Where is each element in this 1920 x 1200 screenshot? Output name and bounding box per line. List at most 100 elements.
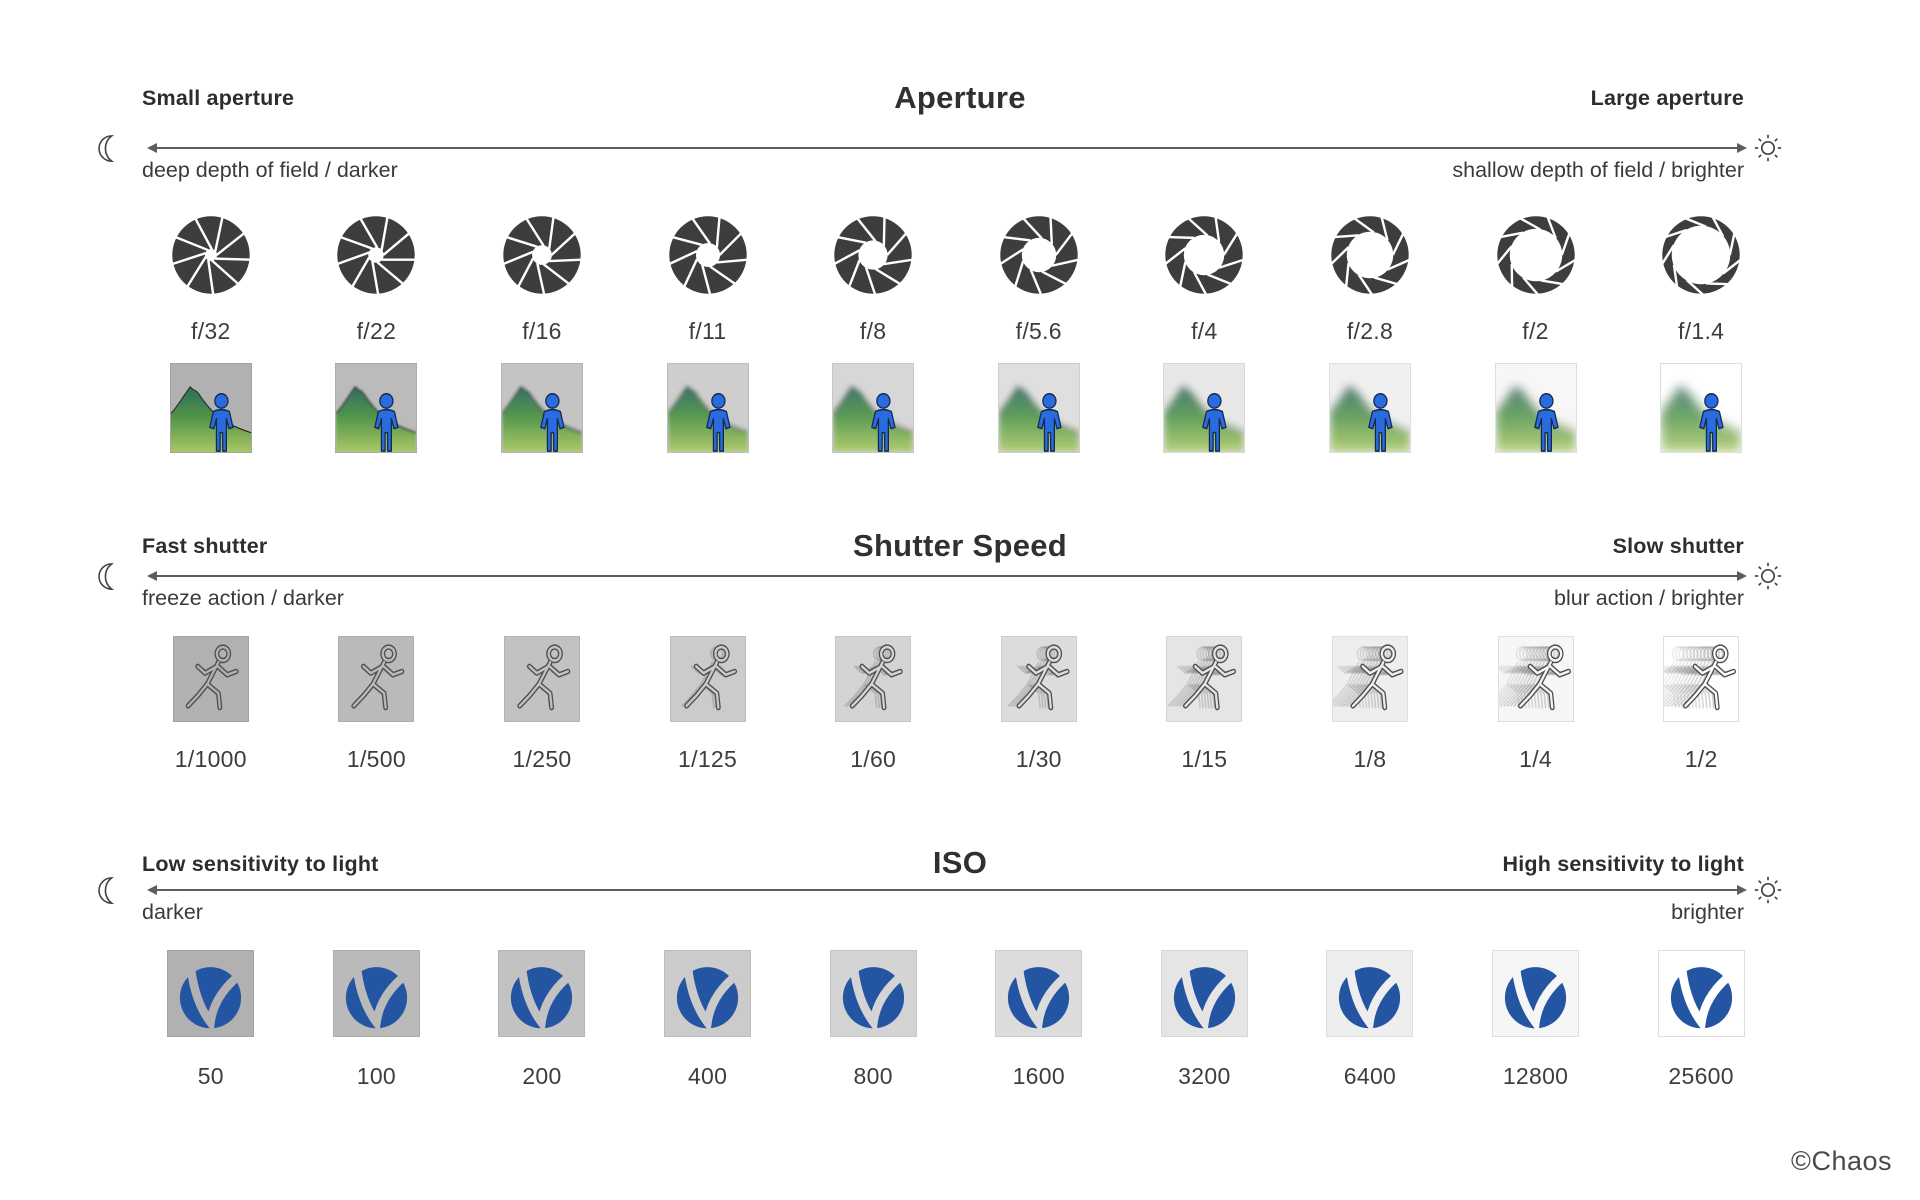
aperture-item-label: f/32 [191, 318, 231, 344]
iso-item: 400 [625, 950, 791, 1090]
shutter-title: Shutter Speed [852, 528, 1068, 563]
person-figure [1202, 393, 1227, 452]
aperture-blades-icon [1661, 216, 1742, 296]
low-sensitivity-label: Low sensitivity to light [142, 852, 379, 876]
aperture-item: f/16 [459, 212, 625, 453]
sun-icon [1752, 560, 1784, 597]
moon-icon [92, 560, 122, 599]
aperture-item-label: f/4 [1191, 318, 1218, 344]
vray-logo-icon [498, 950, 586, 1037]
iso-item: 800 [790, 950, 956, 1090]
shutter-item: 1/30 [956, 636, 1122, 773]
iso-item: 12800 [1453, 950, 1619, 1090]
vray-logo-icon [1657, 950, 1745, 1037]
iso-item: 1600 [956, 950, 1122, 1090]
runner-icon [172, 636, 249, 722]
aperture-title: Aperture [894, 80, 1026, 115]
shutter-item-label: 1/15 [1181, 746, 1228, 772]
depth-of-field-thumbnail [1328, 363, 1411, 453]
aperture-blades-icon [337, 216, 417, 296]
vray-logo-icon [1160, 950, 1248, 1037]
shutter-scale-arrow [147, 571, 1747, 581]
iso-right-subtitle: brighter [1671, 900, 1744, 924]
slow-shutter-label: Slow shutter [1612, 534, 1744, 558]
iso-left-subtitle: darker [142, 900, 203, 924]
aperture-item-label: f/5.6 [1015, 318, 1062, 344]
runner-icon [1663, 636, 1740, 722]
shutter-item: 1/125 [625, 636, 791, 773]
runner-icon [669, 636, 746, 722]
person-figure [1533, 393, 1559, 452]
vray-logo-icon [1326, 950, 1414, 1037]
iso-title: ISO [932, 845, 988, 880]
iso-item-label: 100 [356, 1063, 397, 1089]
depth-of-field-thumbnail [1660, 363, 1743, 453]
depth-of-field-thumbnail [1494, 363, 1577, 453]
shutter-item-label: 1/500 [346, 746, 406, 772]
aperture-item: f/2 [1453, 212, 1619, 453]
aperture-left-subtitle: deep depth of field / darker [142, 158, 398, 182]
shutter-left-subtitle: freeze action / darker [142, 586, 344, 610]
vray-logo-icon [167, 950, 255, 1037]
aperture-item-label: f/1.4 [1678, 318, 1725, 344]
person-figure [1699, 393, 1724, 452]
shutter-item-label: 1/8 [1353, 746, 1387, 772]
depth-of-field-thumbnail [169, 363, 252, 453]
aperture-scale-arrow [147, 143, 1747, 153]
aperture-blades-icon [833, 216, 914, 296]
aperture-item: f/11 [625, 212, 791, 453]
shutter-item: 1/500 [294, 636, 460, 773]
shutter-item: 1/4 [1453, 636, 1619, 773]
aperture-item: f/2.8 [1287, 212, 1453, 453]
iso-item: 6400 [1287, 950, 1453, 1090]
aperture-item: f/5.6 [956, 212, 1122, 453]
shutter-right-subtitle: blur action / brighter [1553, 586, 1744, 610]
iso-item-label: 25600 [1668, 1063, 1734, 1089]
aperture-blades-icon [502, 216, 582, 296]
iso-item-label: 400 [687, 1063, 728, 1089]
iso-item: 3200 [1122, 950, 1288, 1090]
iso-item-label: 12800 [1502, 1063, 1569, 1089]
iso-items-row: 50 100 200 400 800 1600 3200 6400 12800 25600 [128, 950, 1784, 1090]
runner-icon [1331, 636, 1408, 722]
aperture-item-label: f/22 [356, 318, 397, 344]
iso-item-label: 3200 [1178, 1063, 1231, 1089]
aperture-item-label: f/11 [688, 318, 727, 344]
vray-logo-icon [332, 950, 420, 1037]
vray-logo-icon [664, 950, 752, 1037]
aperture-blades-icon [668, 216, 748, 296]
shutter-item: 1/60 [790, 636, 956, 773]
iso-item-label: 6400 [1343, 1063, 1397, 1089]
depth-of-field-thumbnail [335, 363, 418, 453]
shutter-item: 1/2 [1618, 636, 1784, 773]
aperture-item: f/4 [1122, 212, 1288, 453]
fast-shutter-label: Fast shutter [142, 534, 268, 558]
iso-item: 25600 [1618, 950, 1784, 1090]
person-figure [1036, 393, 1062, 452]
sun-icon [1752, 874, 1784, 911]
runner-icon [338, 636, 415, 722]
aperture-item-label: f/2 [1522, 318, 1549, 344]
aperture-item-label: f/16 [522, 318, 562, 344]
runner-icon [1000, 636, 1077, 722]
shutter-item-label: 1/1000 [174, 746, 247, 772]
aperture-item-label: f/8 [859, 318, 887, 344]
person-figure [540, 393, 565, 452]
sun-icon [1752, 132, 1784, 169]
shutter-item: 1/15 [1122, 636, 1288, 773]
iso-item-label: 50 [197, 1063, 224, 1089]
iso-item-label: 1600 [1012, 1063, 1065, 1089]
vray-logo-icon [829, 950, 917, 1037]
moon-icon [92, 132, 122, 171]
iso-item: 100 [294, 950, 460, 1090]
person-figure [871, 393, 896, 452]
iso-item-label: 200 [522, 1063, 562, 1089]
runner-icon [1497, 636, 1574, 722]
shutter-item-label: 1/125 [678, 746, 738, 772]
aperture-blades-icon [171, 216, 251, 296]
shutter-item-label: 1/4 [1519, 746, 1552, 772]
depth-of-field-thumbnail [1163, 363, 1246, 453]
aperture-right-subtitle: shallow depth of field / brighter [1452, 158, 1744, 182]
